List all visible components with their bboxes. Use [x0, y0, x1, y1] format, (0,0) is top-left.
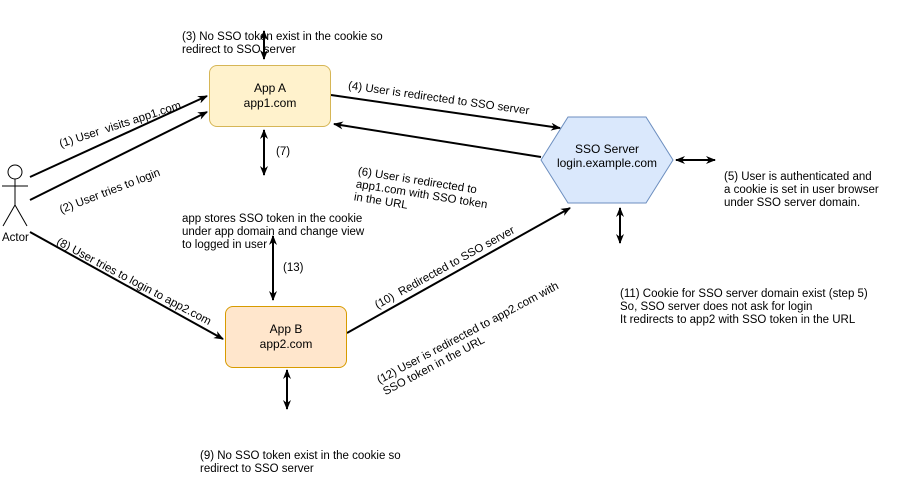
flow-diagram [2, 30, 716, 410]
sso-server-label: SSO Server login.example.com [541, 142, 673, 170]
app-a-domain: app1.com [243, 96, 297, 110]
app-b-node: App B app2.com [225, 306, 347, 368]
actor-label: Actor [2, 232, 29, 244]
step7-label: (7) [276, 146, 291, 158]
sso-title: SSO Server [574, 142, 640, 156]
step11-label: (11) Cookie for SSO server domain exist … [620, 288, 868, 326]
sso-domain: login.example.com [556, 156, 658, 170]
arrow-step2 [29, 111, 208, 201]
app-b-title: App B [269, 322, 303, 336]
actor-icon [2, 164, 28, 227]
arrow-step6 [333, 121, 542, 158]
step13-label: (13) [283, 262, 304, 274]
app-b-domain: app2.com [259, 337, 313, 351]
sso-server-node [540, 116, 674, 204]
arrow-step4 [330, 94, 561, 131]
arrow-step8 [29, 231, 224, 340]
arrow-step1 [29, 95, 208, 178]
app-a-node: App A app1.com [209, 65, 331, 127]
app-a-title: App A [253, 81, 287, 95]
arrow-step10 [346, 207, 571, 334]
